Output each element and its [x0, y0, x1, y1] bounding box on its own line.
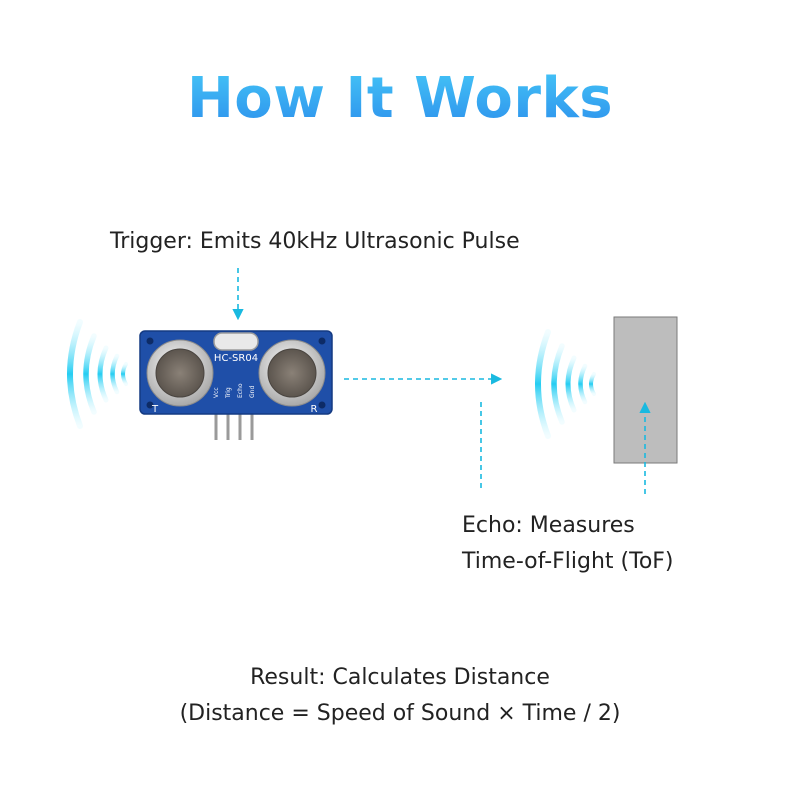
pin-label-trig: Trig [225, 387, 232, 399]
echo-line-1: Echo: Measures [462, 513, 635, 538]
trigger-caption: Trigger: Emits 40kHz Ultrasonic Pulse [110, 224, 520, 260]
echo-line-2: Time-of-Flight (ToF) [462, 549, 674, 574]
pin-label-vcc: Vcc [213, 387, 220, 398]
pin-label-gnd: Gnd [249, 386, 256, 398]
transmitter-label: T [151, 404, 159, 415]
echo-caption: Echo: Measures Time-of-Flight (ToF) [462, 508, 674, 580]
result-caption: Result: Calculates Distance (Distance = … [0, 660, 800, 732]
trigger-text: Trigger: Emits 40kHz Ultrasonic Pulse [110, 229, 520, 254]
result-line-2: (Distance = Speed of Sound × Time / 2) [179, 701, 621, 726]
transmitter-transducer [146, 339, 214, 407]
pin-labels: Vcc Trig Echo Gnd [213, 383, 256, 399]
obstacle [613, 316, 678, 464]
receiver-label: R [311, 404, 318, 415]
sensor-model-label: HC-SR04 [214, 353, 258, 364]
pin-label-echo: Echo [237, 383, 244, 398]
result-line-1: Result: Calculates Distance [250, 665, 550, 690]
reflected-wave-icon [535, 329, 596, 439]
page-title: How It Works [0, 66, 800, 131]
hc-sr04-sensor: HC-SR04 T R Vcc Trig Echo Gnd [139, 330, 333, 440]
crystal-oscillator [213, 332, 259, 351]
receiver-transducer [258, 339, 326, 407]
emitted-wave-icon [67, 319, 128, 429]
